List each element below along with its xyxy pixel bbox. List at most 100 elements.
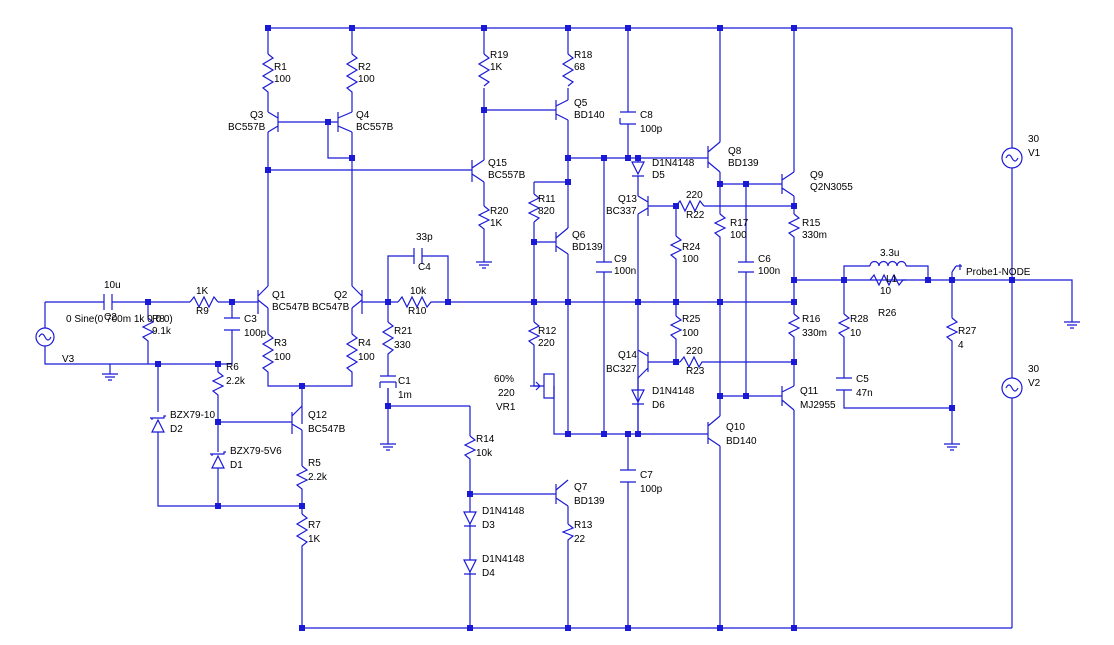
q2-value: BC547B (312, 302, 350, 313)
transistor-symbol-q7 (548, 479, 569, 507)
resistor-symbol-r11 (527, 193, 541, 223)
capacitor-symbol-c9 (596, 261, 612, 273)
junctions (145, 25, 1015, 631)
r2-ref: R2 (358, 62, 371, 73)
r24-ref: R24 (682, 242, 701, 253)
resistor-symbol-r24 (669, 235, 683, 264)
resistor-symbol-r12 (527, 321, 541, 348)
r20-ref: R20 (490, 206, 509, 217)
c2-value: 10u (104, 280, 121, 291)
c7-ref: C7 (640, 470, 653, 481)
resistor-symbol-r5 (295, 465, 309, 494)
symbols (35, 53, 1080, 575)
diode-symbol-d4 (463, 559, 477, 575)
d4-ref: D4 (482, 568, 495, 579)
d4-value: D1N4148 (482, 554, 525, 565)
resistor-symbol-r25 (669, 315, 683, 344)
q7-ref: Q7 (574, 482, 588, 493)
resistor-symbol-r21 (381, 321, 395, 358)
source-symbol-v3 (35, 327, 55, 347)
r27-value: 4 (958, 340, 964, 351)
c7-value: 100p (640, 484, 663, 495)
r9-value: 1K (196, 286, 209, 297)
v3-ref: V3 (62, 354, 75, 365)
v3-value: 0 Sine(0 700m 1k 0 0 0) (66, 314, 173, 325)
r20-value: 1K (490, 218, 503, 229)
q5-ref: Q5 (574, 98, 588, 109)
q15-ref: Q15 (488, 158, 507, 169)
q9-ref: Q9 (810, 170, 824, 181)
resistor-symbol-r6 (211, 371, 225, 398)
r1-value: 100 (274, 74, 291, 85)
ground-symbol-v3 (102, 373, 118, 381)
c5-value: 47n (856, 388, 873, 399)
v1-ref: V1 (1028, 148, 1041, 159)
r15-value: 330m (802, 230, 827, 241)
resistor-symbol-r4 (345, 333, 359, 374)
r26-ref: R26 (878, 308, 897, 319)
d3-value: D1N4148 (482, 506, 525, 517)
q7-value: BD139 (574, 496, 605, 507)
c8-value: 100p (640, 124, 663, 135)
c1-value: 1m (398, 390, 412, 401)
r22-ref: R22 (686, 210, 705, 221)
transistor-symbol-q11 (770, 385, 795, 411)
r16-ref: R16 (802, 314, 821, 325)
q10-value: BD140 (726, 436, 757, 447)
transistor-symbol-q12 (291, 405, 303, 434)
r23-value: 220 (686, 346, 703, 357)
r21-ref: R21 (394, 326, 413, 337)
r3-value: 100 (274, 352, 291, 363)
c4-ref: C4 (418, 262, 431, 273)
q4-value: BC557B (356, 122, 394, 133)
ground-symbol-c1 (380, 443, 396, 451)
diode-symbol-d6 (631, 389, 645, 405)
vr1-ref: VR1 (496, 402, 516, 413)
r6-ref: R6 (226, 362, 239, 373)
capacitor-symbol-c4 (413, 248, 428, 264)
r23-ref: R23 (686, 366, 705, 377)
r12-ref: R12 (538, 326, 557, 337)
r13-ref: R13 (574, 520, 593, 531)
capacitor-symbol-c8 (619, 111, 636, 125)
resistor-symbol-r15 (787, 213, 801, 244)
d2-ref: D2 (170, 424, 183, 435)
r18-value: 68 (574, 62, 586, 73)
c3-value: 100p (244, 328, 267, 339)
q14-value: BC327 (606, 364, 637, 375)
r11-value: 820 (538, 206, 555, 217)
transistor-symbol-q9 (770, 171, 795, 197)
potentiometer-symbol-vr1 (530, 373, 555, 399)
labels: R1 100 R2 100 Q3 BC557B Q4 BC557B R19 1K… (62, 50, 1041, 579)
transistor-symbol-q6 (548, 227, 569, 255)
transistor-symbol-q14 (637, 349, 649, 379)
q10-ref: Q10 (726, 422, 745, 433)
capacitor-symbol-c6 (738, 261, 754, 273)
resistor-symbol-r8 (141, 317, 155, 346)
transistor-symbol-q2 (351, 285, 363, 314)
r3-ref: R3 (274, 338, 287, 349)
l1-ref: L1 (886, 274, 898, 285)
resistor-symbol-r23 (679, 355, 706, 369)
resistor-symbol-r20 (477, 205, 491, 232)
v2-value: 30 (1028, 364, 1040, 375)
d5-value: D1N4148 (652, 158, 695, 169)
zener-symbol-d2 (150, 415, 166, 433)
probe-marker (951, 264, 962, 273)
d2-value: BZX79-10 (170, 410, 215, 421)
r5-value: 2.2k (308, 472, 328, 483)
c1-ref: C1 (398, 376, 411, 387)
source-symbol-v2 (1001, 377, 1023, 399)
q12-value: BC547B (308, 424, 346, 435)
r14-ref: R14 (476, 434, 495, 445)
r17-ref: R17 (730, 218, 749, 229)
transistor-symbol-q3 (267, 111, 279, 133)
r11-ref: R11 (538, 194, 556, 205)
r7-value: 1K (308, 534, 321, 545)
transistor-symbol-q1 (257, 285, 269, 314)
probe-label: Probe1-NODE (966, 267, 1031, 278)
q11-ref: Q11 (800, 386, 819, 397)
capacitor-symbol-c3 (224, 317, 240, 331)
r16-value: 330m (802, 328, 827, 339)
r15-ref: R15 (802, 218, 821, 229)
